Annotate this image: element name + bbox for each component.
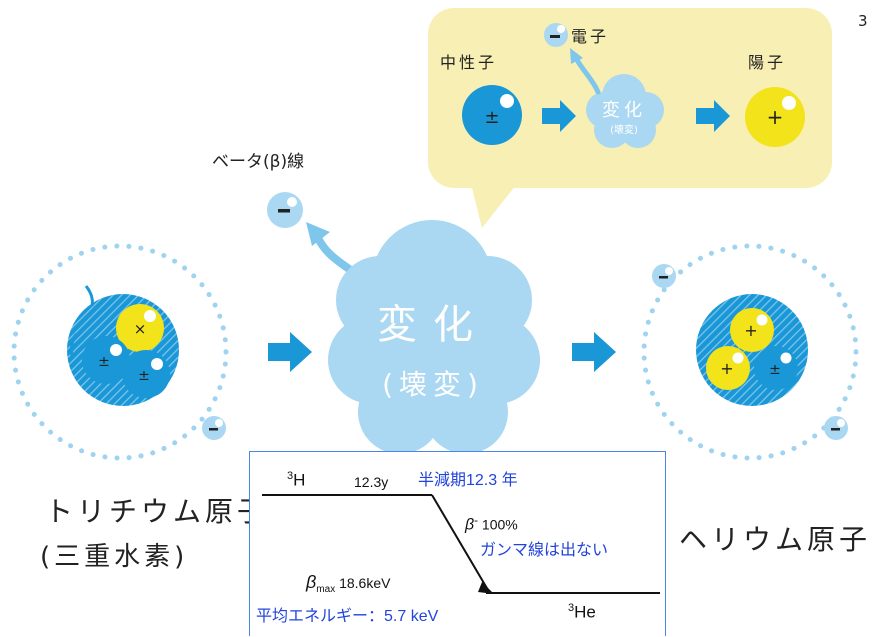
tritium-atom-label: トリチウム原子 [45, 495, 270, 528]
neutron-label: 中性子 [440, 53, 498, 72]
small-decay-cloud [586, 74, 664, 148]
gamma-note: ガンマ線は出ない [480, 542, 609, 559]
decay-scheme-box: 3H 12.3y 半減期12.3 年 β- 100% ガンマ線は出ない βmax… [249, 451, 666, 636]
average-energy: 平均エネルギー：5.7 keV [256, 608, 439, 625]
svg-text:±: ± [98, 354, 110, 370]
decay-main-label: 変化 [377, 302, 489, 348]
half-life-jp: 半減期12.3 年 [418, 472, 518, 489]
big-decay-cloud [328, 220, 540, 454]
beta-minus-branch: β- 100% [465, 514, 518, 534]
proton-label: 陽子 [748, 53, 787, 72]
callout-neutron: ± [462, 85, 522, 145]
decay-scheme-lines [262, 494, 660, 594]
arrow-right [572, 332, 616, 372]
callout-arrow-2 [696, 100, 730, 132]
helium-atom: + + ± [641, 243, 859, 461]
tritium-atom-sublabel: (三重水素) [40, 542, 189, 572]
svg-text:±: ± [769, 362, 781, 378]
callout-arrow-1 [542, 100, 576, 132]
half-life: 12.3y [354, 474, 389, 490]
helium-atom-label: ヘリウム原子 [679, 523, 872, 556]
decay-main-sublabel: (壊変) [382, 368, 484, 401]
tritium-atom: × ± ± [11, 243, 229, 461]
svg-text:±: ± [138, 368, 150, 384]
svg-text:±: ± [484, 107, 499, 128]
electron-label: 電子 [571, 27, 610, 46]
page-number: 3 [858, 12, 868, 30]
decay-small-sublabel: (壊変) [610, 125, 638, 136]
beta-ray-label: ベータ(β)線 [212, 152, 305, 172]
svg-text:+: + [720, 359, 733, 378]
beta-max-energy: βmax 18.6keV [306, 572, 391, 595]
svg-text:+: + [744, 321, 757, 340]
callout-proton: + [745, 87, 805, 147]
decay-small-label: 変化 [602, 100, 646, 121]
arrow-left [268, 332, 312, 372]
svg-text:×: × [134, 320, 147, 338]
callout-electron [544, 23, 568, 47]
beta-electron [267, 192, 303, 228]
parent-nuclide: 3H [287, 470, 306, 490]
daughter-nuclide: 3He [568, 602, 596, 622]
svg-text:+: + [767, 105, 784, 129]
